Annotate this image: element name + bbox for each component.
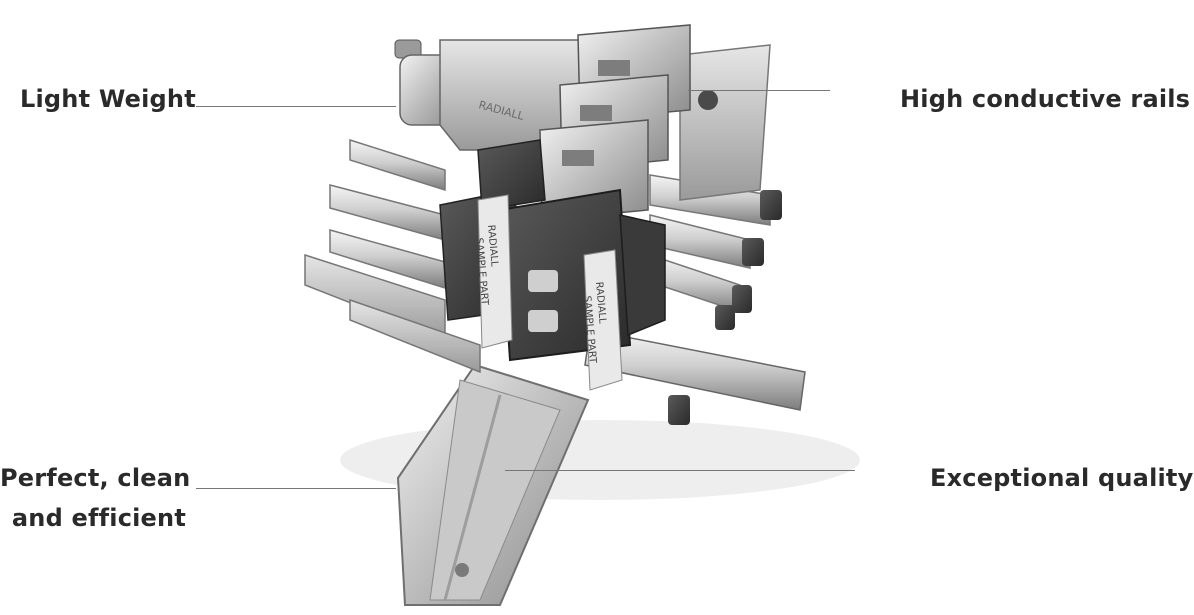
sample-part-label-right: RADIALL SAMPLE PART [581, 249, 623, 391]
sample-part-label-left: RADIALL SAMPLE PART [473, 194, 513, 349]
callout-light-weight: Light Weight [20, 85, 196, 113]
leader-line-high-conductive-rails [688, 90, 830, 91]
mounting-plate [679, 44, 771, 201]
mounting-screw [698, 90, 718, 110]
circular-connector: RADIALL [394, 39, 586, 151]
leader-line-exceptional-quality [505, 470, 855, 471]
callout-exceptional-quality: Exceptional quality [930, 464, 1194, 492]
leader-line-light-weight [196, 106, 396, 107]
callout-perfect-clean-line1: Perfect, clean [0, 464, 191, 492]
label-line-1: RADIALL [593, 281, 608, 324]
callout-perfect-clean-line2: and efficient [11, 504, 186, 532]
label-line-1: RADIALL [485, 224, 500, 267]
din-rail-vertical [396, 363, 590, 606]
callout-high-conductive-rails: High conductive rails [900, 85, 1191, 113]
leader-line-perfect-clean [196, 488, 396, 489]
